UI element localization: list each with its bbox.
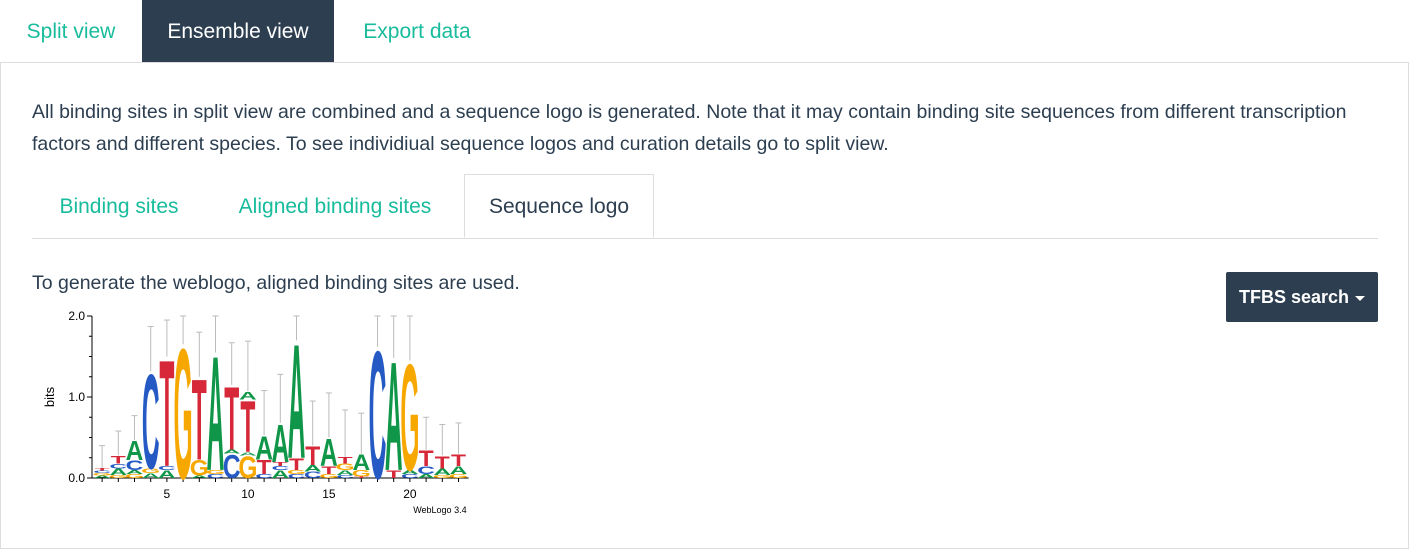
top-tabs: Split view Ensemble view Export data <box>0 0 1410 62</box>
logo-letter-G: G <box>400 334 419 503</box>
logo-letter-A: A <box>450 465 468 477</box>
logo-letter-G: G <box>125 473 144 479</box>
tab-sequence-logo[interactable]: Sequence logo <box>464 174 654 238</box>
logo-letter-C: C <box>223 448 241 486</box>
logo-letter-C: C <box>336 474 354 479</box>
logo-letter-T: T <box>305 442 320 471</box>
x-tick-label: 10 <box>241 487 255 501</box>
logo-letter-A: A <box>126 469 144 475</box>
logo-letter-C: C <box>93 470 111 474</box>
y-tick-label: 0.0 <box>68 471 85 485</box>
logo-letter-T: T <box>257 456 272 478</box>
logo-letter-G: G <box>141 467 160 474</box>
logo-letter-T: T <box>224 368 239 469</box>
logo-letter-A: A <box>239 451 257 456</box>
logo-letter-G: G <box>352 468 371 478</box>
logo-letter-G: G <box>109 474 128 479</box>
logo-letter-A: A <box>433 466 451 476</box>
tab-aligned-binding-sites[interactable]: Aligned binding sites <box>238 195 432 218</box>
logo-letter-A: A <box>93 475 111 479</box>
logo-letter-A: A <box>239 390 257 402</box>
logo-letter-A: A <box>158 469 176 481</box>
logo-letter-A: A <box>223 449 241 455</box>
logo-letter-G: G <box>449 473 468 479</box>
logo-letter-T: T <box>289 455 304 473</box>
logo-letter-C: C <box>207 473 225 479</box>
logo-letter-T: T <box>111 454 126 466</box>
logo-letter-C: C <box>369 313 387 518</box>
logo-letter-A: A <box>190 475 208 479</box>
tfbs-search-label: TFBS search <box>1238 286 1350 307</box>
logo-letter-C: C <box>109 462 127 469</box>
logo-letter-T: T <box>386 469 401 481</box>
tab-split-view[interactable]: Split view <box>26 20 116 43</box>
logo-letter-C: C <box>126 458 144 473</box>
y-tick-label: 2.0 <box>68 309 85 323</box>
logo-letter-A: A <box>288 310 306 493</box>
logo-letter-C: C <box>288 473 306 479</box>
logo-letter-G: G <box>190 456 209 481</box>
logo-letter-G: G <box>287 469 306 475</box>
weblogo-credit: WebLogo 3.4 <box>413 505 466 515</box>
weblogo-note: To generate the weblogo, aligned binding… <box>32 272 520 294</box>
logo-letter-T: T <box>95 468 110 472</box>
logo-letter-T: T <box>435 452 450 472</box>
sub-tabs-divider <box>32 238 1378 239</box>
x-tick-label: 15 <box>322 487 336 501</box>
logo-letter-C: C <box>304 470 322 480</box>
tfbs-search-button[interactable]: TFBS search <box>1226 272 1378 322</box>
logo-letter-T: T <box>338 455 354 465</box>
tab-binding-sites[interactable]: Binding sites <box>59 195 179 218</box>
logo-letter-A: A <box>417 473 435 479</box>
logo-letter-C: C <box>271 465 289 471</box>
tab-export-data[interactable]: Export data <box>363 20 471 43</box>
logo-letter-G: G <box>174 311 193 518</box>
logo-letter-A: A <box>207 322 225 505</box>
logo-letter-C: C <box>417 465 435 477</box>
logo-letter-T: T <box>240 386 255 468</box>
logo-letter-T: T <box>159 330 174 499</box>
logo-letter-A: A <box>271 413 289 474</box>
logo-letter-A: A <box>336 469 354 476</box>
logo-letter-A: A <box>271 469 289 481</box>
logo-letter-A: A <box>126 435 144 467</box>
logo-letter-G: G <box>433 474 452 479</box>
logo-letter-A: A <box>320 430 338 474</box>
logo-letter-A: A <box>109 466 127 476</box>
intro-text: All binding sites in split view are comb… <box>32 101 1347 155</box>
logo-letter-G: G <box>206 469 225 475</box>
logo-letter-A: A <box>352 450 370 475</box>
logo-letter-A: A <box>401 469 419 475</box>
logo-letter-T: T <box>273 461 288 467</box>
logo-letter-T: T <box>354 476 369 479</box>
y-tick-label: 1.0 <box>68 390 85 404</box>
logo-letter-A: A <box>142 472 160 479</box>
logo-letter-C: C <box>142 346 160 498</box>
logo-letter-G: G <box>319 473 338 479</box>
logo-letter-T: T <box>321 465 336 477</box>
logo-letter-A: A <box>385 329 403 504</box>
x-tick-label: 5 <box>164 487 171 501</box>
logo-letter-C: C <box>255 473 273 479</box>
logo-letter-G: G <box>93 472 112 476</box>
logo-letter-A: A <box>255 430 273 468</box>
y-axis-label: bits <box>42 386 57 407</box>
logo-letter-C: C <box>401 473 419 479</box>
logo-letter-A: A <box>304 463 322 473</box>
logo-letter-T: T <box>451 451 466 469</box>
ensemble-panel <box>0 62 1409 549</box>
tab-ensemble-view[interactable]: Ensemble view <box>142 0 334 62</box>
x-tick-label: 20 <box>403 487 417 501</box>
caret-down-icon <box>1355 295 1366 301</box>
logo-letter-G: G <box>336 462 355 472</box>
logo-letter-G: G <box>238 449 257 485</box>
logo-letter-C: C <box>158 465 176 471</box>
logo-letter-T: T <box>192 356 207 485</box>
logo-letter-T: T <box>419 446 435 471</box>
